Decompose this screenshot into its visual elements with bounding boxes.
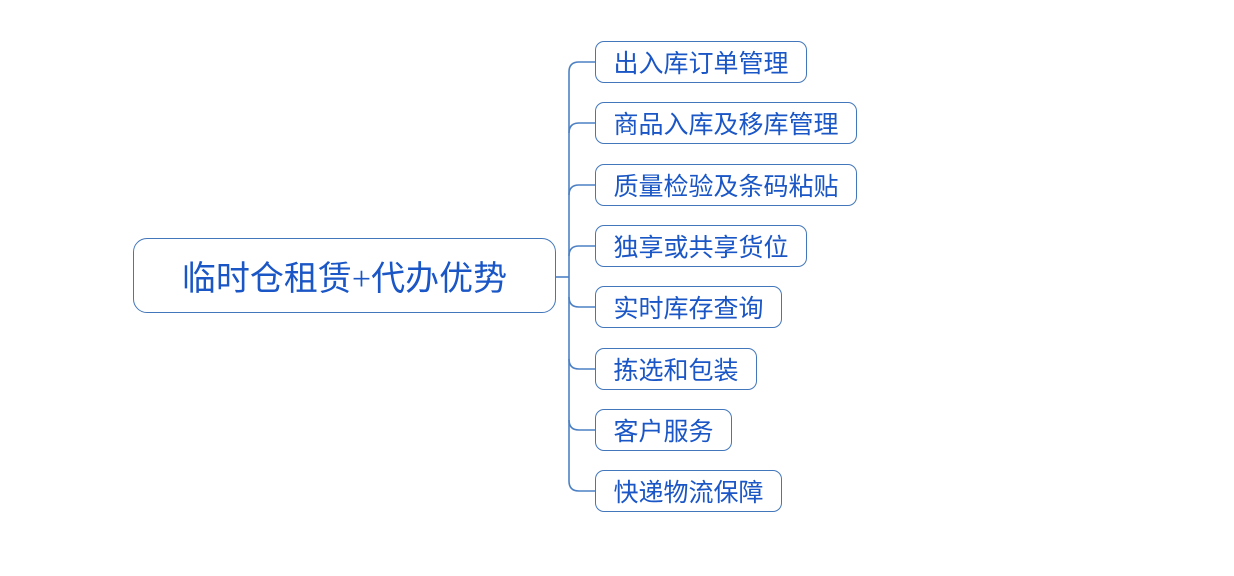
connector-branch-3 <box>568 184 595 196</box>
connector-branch-5 <box>568 296 595 308</box>
child-node-label: 客户服务 <box>613 419 714 446</box>
child-node-label: 拣选和包装 <box>613 358 739 385</box>
connector-branch-4 <box>568 245 595 257</box>
root-node-label: 临时仓租赁+代办优势 <box>181 261 508 298</box>
connector-branch-8 <box>568 480 595 492</box>
child-node-label: 独享或共享货位 <box>613 235 789 262</box>
child-node-quality-inspection-barcode[interactable]: 质量检验及条码粘贴 <box>595 164 857 206</box>
child-node-picking-packing[interactable]: 拣选和包装 <box>595 348 757 390</box>
connector-branch-2 <box>568 122 595 134</box>
connector-branch-6 <box>568 358 595 370</box>
child-node-express-logistics-guarantee[interactable]: 快递物流保障 <box>595 470 782 512</box>
connector-branch-7 <box>568 419 595 431</box>
root-node[interactable]: 临时仓租赁+代办优势 <box>133 238 556 313</box>
child-node-inbound-transfer-management[interactable]: 商品入库及移库管理 <box>595 102 857 144</box>
child-node-customer-service[interactable]: 客户服务 <box>595 409 732 451</box>
child-node-label: 商品入库及移库管理 <box>613 112 839 139</box>
connector-branch-1 <box>568 61 595 73</box>
child-node-label: 快递物流保障 <box>613 480 764 507</box>
child-node-label: 实时库存查询 <box>613 296 764 323</box>
child-node-realtime-inventory-query[interactable]: 实时库存查询 <box>595 286 782 328</box>
child-node-inout-order-management[interactable]: 出入库订单管理 <box>595 41 807 83</box>
child-node-exclusive-shared-slots[interactable]: 独享或共享货位 <box>595 225 807 267</box>
child-node-label: 出入库订单管理 <box>613 51 789 78</box>
child-node-label: 质量检验及条码粘贴 <box>613 174 839 201</box>
